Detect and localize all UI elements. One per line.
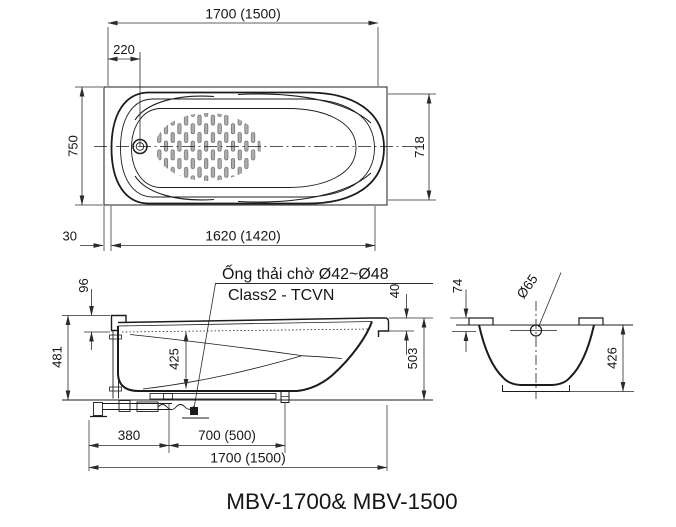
dim-label-height-right: 503 <box>405 348 420 370</box>
dim-height-left: 481 <box>50 315 71 401</box>
dim-label-edge-gap: 30 <box>63 229 77 244</box>
plan-view: 1700 (1500) 220 750 718 30 1620 (142 <box>63 6 436 251</box>
dim-label-inner-height: 426 <box>605 347 620 369</box>
support-board <box>149 393 277 400</box>
rim-tab-right <box>578 317 604 325</box>
dim-label-inner-width: 718 <box>412 136 427 158</box>
dim-height-right: 503 <box>405 317 427 401</box>
dim-label-height-left: 481 <box>50 346 65 368</box>
dim-edge-gap: 30 <box>63 206 112 251</box>
dim-drain-offset: 220 <box>107 42 141 62</box>
tub-basin-inner <box>131 108 357 188</box>
dim-label-overall-length: 1700 (1500) <box>205 6 281 22</box>
pipe-elbow <box>93 402 103 416</box>
rim-sweep-curves <box>134 93 372 203</box>
callout-line1: Ống thải chờ Ø42~Ø48 <box>222 263 389 283</box>
dim-lip-drop: 40 <box>387 284 433 355</box>
side-elevation: 96 481 425 40 503 380 7 <box>50 278 433 471</box>
dim-inner-height: 426 <box>605 324 626 392</box>
tub-profile <box>117 321 373 392</box>
dim-label-rim-length: 1620 (1420) <box>205 228 281 244</box>
dim-label-rim-edge: 96 <box>76 278 91 292</box>
dim-label-overflow-diameter: Ø65 <box>514 272 541 302</box>
dim-label-inner-depth: 425 <box>167 348 182 370</box>
anti-slip-pattern <box>155 113 261 181</box>
dim-inner-width: 718 <box>388 93 436 201</box>
dim-label-drain-span: 700 (500) <box>198 428 256 443</box>
dim-rim-to-overflow: 74 <box>450 279 490 352</box>
dim-overflow-diameter: Ø65 <box>514 272 562 328</box>
dim-label-overall-length-side: 1700 (1500) <box>210 450 286 466</box>
end-section-view: Ø65 74 426 <box>450 272 634 399</box>
dim-label-drain-offset: 220 <box>113 42 135 57</box>
dim-bottom-row: 380 700 (500) 1700 (1500) <box>88 403 388 471</box>
pipe-flange <box>109 386 122 392</box>
apron-outline <box>103 86 388 206</box>
rim-top-line <box>117 317 373 324</box>
tub-rim-outer <box>110 91 385 205</box>
leader-line <box>538 272 562 328</box>
dim-rim-length: 1620 (1420) <box>111 206 376 251</box>
drawing-title: MBV-1700& MBV-1500 <box>226 489 457 514</box>
left-rim-lip <box>110 314 127 332</box>
interior-surface-curves <box>129 334 343 390</box>
pipe-fitting <box>118 400 131 412</box>
pipe-flange <box>109 334 122 340</box>
dim-label-pipe-offset: 380 <box>118 428 141 443</box>
dim-overall-length-top: 1700 (1500) <box>107 6 379 86</box>
rim-inner-line <box>117 321 373 327</box>
rim-tab-left <box>468 317 494 325</box>
drain-callout: Ống thải chờ Ø42~Ø48 Class2 - TCVN <box>193 263 433 409</box>
dim-label-lip-drop: 40 <box>387 284 402 298</box>
overflow-hole <box>529 324 543 337</box>
waterline-dotted <box>121 328 370 333</box>
drain-plumbing <box>90 400 209 419</box>
support-foot-left <box>163 393 173 400</box>
overflow-standpipe <box>109 330 122 399</box>
callout-leader-line <box>193 283 216 409</box>
drain-anchor <box>190 407 198 415</box>
dim-inner-depth: 425 <box>167 331 189 389</box>
right-rim-hook <box>372 317 390 337</box>
dim-rim-edge: 96 <box>62 278 110 350</box>
flexible-hose <box>157 404 195 410</box>
support-foot-right <box>280 390 290 403</box>
callout-line2: Class2 - TCVN <box>228 287 334 304</box>
dim-label-rim-to-overflow: 74 <box>450 279 465 293</box>
dim-label-overall-width: 750 <box>66 135 81 157</box>
dim-overall-width: 750 <box>66 86 103 206</box>
section-walls <box>478 324 595 386</box>
